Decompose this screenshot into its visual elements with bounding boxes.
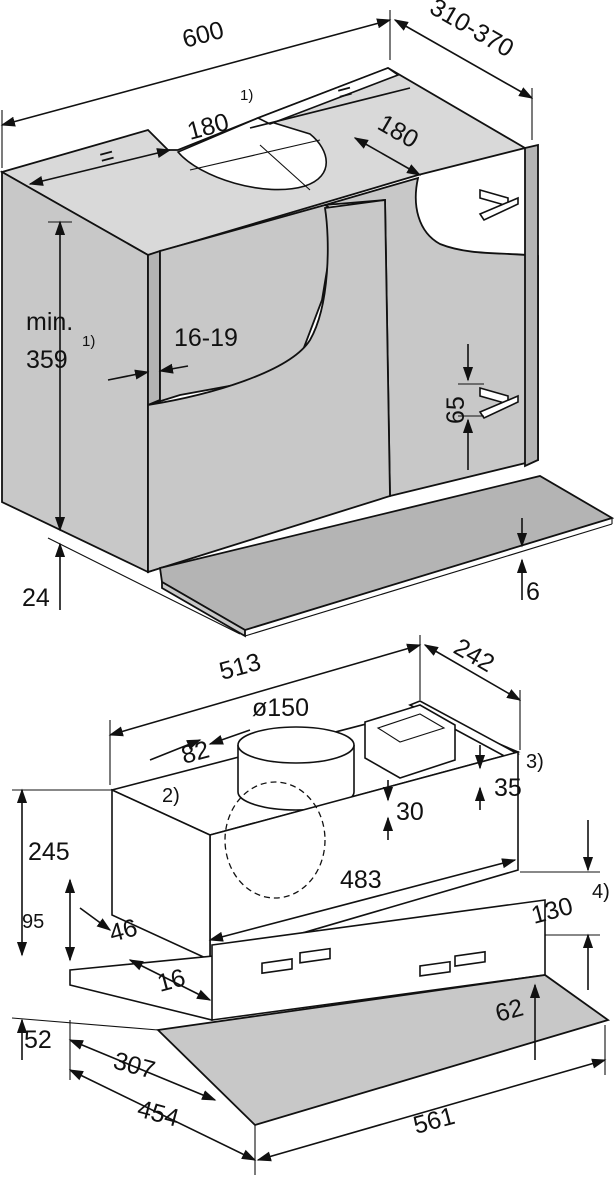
- label-note-4: 4): [592, 881, 610, 903]
- label-equal-right: =: [334, 77, 355, 108]
- cabinet-drawing: [0, 67, 614, 638]
- label-flange-offset: 30: [396, 798, 424, 826]
- label-base-height: 52: [24, 1026, 52, 1054]
- label-depth-310-370: 310-370: [425, 0, 518, 63]
- label-note-2: 2): [162, 785, 180, 807]
- label-bottom-offset: 24: [22, 584, 50, 612]
- label-duct-diameter: ø150: [252, 694, 309, 722]
- label-total-depth: 454: [134, 1095, 182, 1133]
- label-note-3: 3): [526, 751, 544, 773]
- cabinet-right-outer: [524, 143, 539, 468]
- label-flange-height: 35: [494, 774, 522, 802]
- label-height-value: 359: [26, 346, 68, 374]
- label-inner-width: 483: [340, 866, 382, 894]
- hood-dimensions: [11, 635, 607, 1175]
- hood-vents: [261, 947, 486, 977]
- label-side-thickness: 16-19: [174, 324, 238, 352]
- label-bracket-gap: 65: [442, 396, 470, 424]
- label-hood-depth: 242: [449, 633, 499, 678]
- label-note-1: 1): [240, 87, 253, 104]
- label-front-height: 130: [528, 892, 576, 930]
- label-width-600: 600: [179, 16, 227, 54]
- label-side-offset: 95: [22, 911, 44, 933]
- label-height-note: 1): [82, 333, 95, 350]
- cabinet-dimensions: [0, 10, 534, 635]
- label-hood-width: 513: [216, 648, 264, 686]
- label-hood-height: 245: [28, 838, 70, 866]
- hood-duct: [237, 726, 355, 811]
- cabinet-inner-front: [147, 198, 391, 574]
- label-total-width: 561: [410, 1102, 458, 1140]
- label-height-min: min.: [26, 308, 73, 336]
- cabinet-bottom-plate: [158, 475, 614, 631]
- label-panel-gap: 6: [526, 578, 540, 606]
- label-base-depth: 307: [110, 1047, 158, 1085]
- label-equal-left: =: [96, 141, 117, 172]
- bracket-upper: [478, 188, 519, 222]
